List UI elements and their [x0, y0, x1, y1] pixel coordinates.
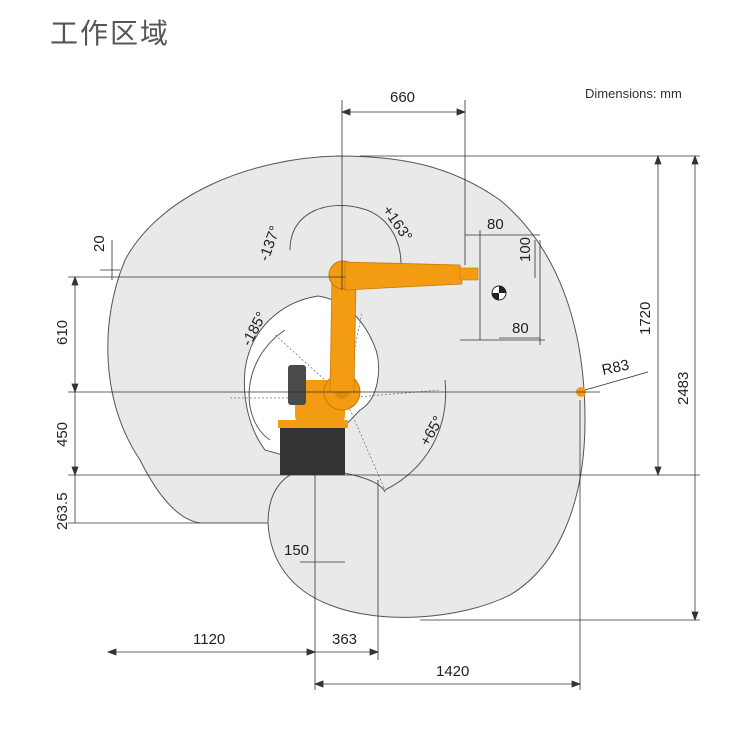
robot-motor: [288, 365, 306, 405]
robot-base-dark: [280, 425, 345, 475]
dim-363: 363: [332, 631, 357, 648]
dim-80-bottom: 80: [512, 320, 529, 337]
reach-lines: [230, 311, 441, 491]
robot-lower-arm: [329, 277, 357, 393]
vertical-reference-lines: [314, 100, 581, 690]
page-title: 工作区域: [50, 17, 171, 50]
dim-610: 610: [54, 320, 71, 345]
dim-100: 100: [517, 237, 534, 262]
wrist-center-marker: [491, 285, 507, 301]
robot-wrist: [459, 267, 479, 281]
dim-80-top: 80: [487, 216, 504, 233]
horizontal-reference-lines: [68, 155, 700, 621]
dim-2483: 2483: [675, 372, 692, 405]
dim-660: 660: [390, 89, 415, 106]
arc-axis2: [289, 204, 402, 276]
robot-upper-arm: [344, 261, 463, 291]
dim-263-5: 263.5: [54, 492, 71, 530]
dim-1120: 1120: [193, 631, 225, 648]
dim-20: 20: [91, 235, 108, 252]
dim-450: 450: [54, 422, 71, 447]
dimension-lines: [71, 108, 699, 688]
dim-150: 150: [284, 542, 309, 559]
dim-1720: 1720: [637, 302, 654, 335]
units-note: Dimensions: mm: [585, 86, 682, 101]
arc-axis3-right: [384, 379, 447, 491]
dim-r83: R83: [600, 357, 630, 379]
arc-axis3: [248, 329, 286, 441]
robot-base-plate: [278, 420, 348, 428]
dim-1420: 1420: [436, 663, 469, 680]
